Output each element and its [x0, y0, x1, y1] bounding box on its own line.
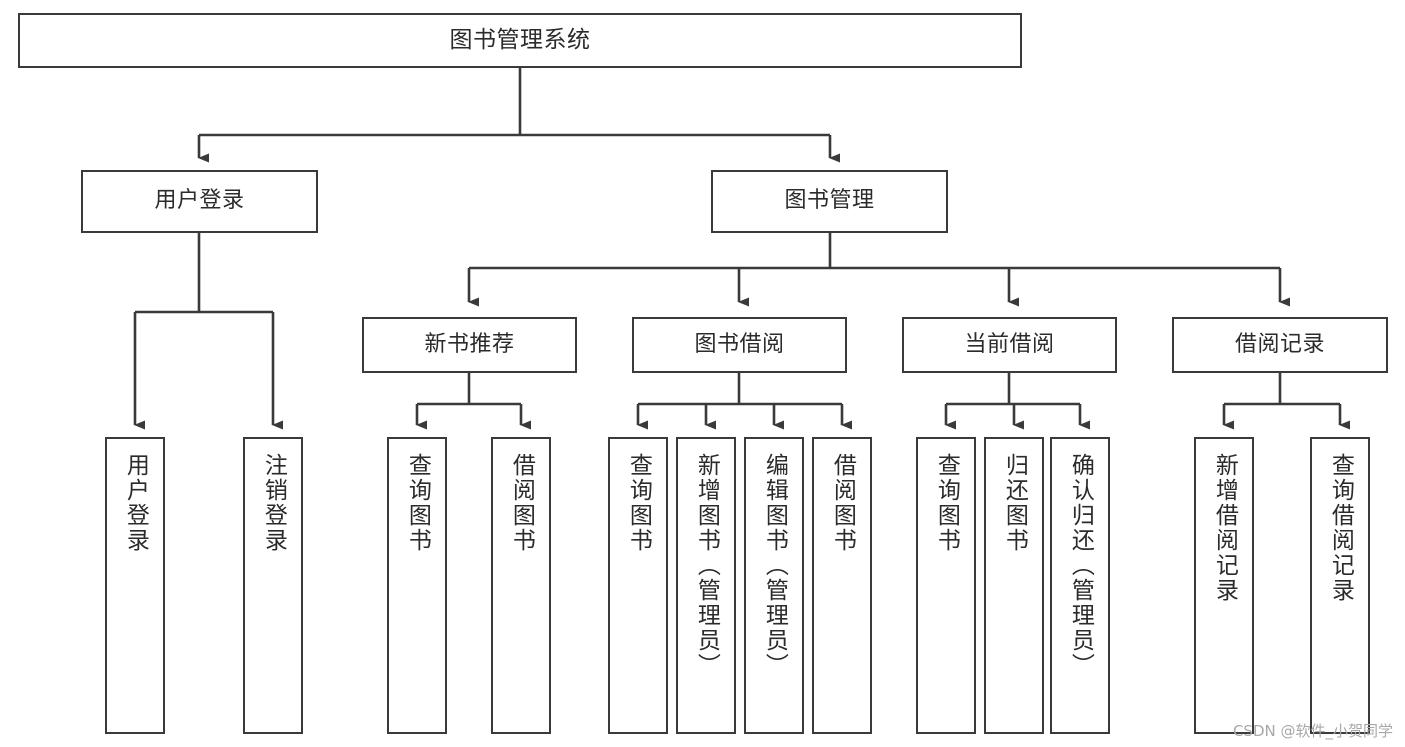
node-leaf-edit-book-label: 编辑图书（管理员） — [761, 453, 788, 678]
node-leaf-confirm-return[interactable]: 确认归还（管理员） — [1050, 437, 1110, 734]
node-leaf-borrow-book-2-label: 借阅图书 — [829, 453, 856, 553]
node-leaf-return-book[interactable]: 归还图书 — [984, 437, 1044, 734]
node-new-book-recommend-label: 新书推荐 — [424, 331, 515, 357]
node-leaf-add-book[interactable]: 新增图书（管理员） — [676, 437, 736, 734]
node-leaf-confirm-return-label: 确认归还（管理员） — [1067, 453, 1094, 678]
node-leaf-borrow-book-1[interactable]: 借阅图书 — [491, 437, 551, 734]
node-leaf-borrow-book-1-label: 借阅图书 — [508, 453, 535, 553]
node-leaf-add-record-label: 新增借阅记录 — [1211, 453, 1238, 603]
node-book-borrow-label: 图书借阅 — [694, 331, 785, 357]
node-leaf-add-book-label: 新增图书（管理员） — [693, 453, 720, 678]
node-leaf-query-book-3[interactable]: 查询图书 — [916, 437, 976, 734]
node-leaf-edit-book[interactable]: 编辑图书（管理员） — [744, 437, 804, 734]
node-user-login-label: 用户登录 — [154, 188, 245, 214]
node-book-management-label: 图书管理 — [784, 188, 875, 214]
node-leaf-user-login-label: 用户登录 — [122, 453, 149, 553]
node-root[interactable]: 图书管理系统 — [18, 13, 1022, 68]
node-current-borrow[interactable]: 当前借阅 — [902, 317, 1117, 373]
node-current-borrow-label: 当前借阅 — [964, 331, 1055, 357]
node-leaf-query-book-3-label: 查询图书 — [933, 453, 960, 553]
node-leaf-logout[interactable]: 注销登录 — [243, 437, 303, 734]
node-leaf-logout-label: 注销登录 — [260, 453, 287, 553]
node-book-borrow[interactable]: 图书借阅 — [632, 317, 847, 373]
node-leaf-add-record[interactable]: 新增借阅记录 — [1194, 437, 1254, 734]
node-leaf-query-book-2-label: 查询图书 — [625, 453, 652, 553]
node-book-management[interactable]: 图书管理 — [711, 170, 948, 233]
node-leaf-query-book-1[interactable]: 查询图书 — [387, 437, 447, 734]
node-leaf-query-book-1-label: 查询图书 — [404, 453, 431, 553]
node-leaf-user-login[interactable]: 用户登录 — [105, 437, 165, 734]
node-borrow-record[interactable]: 借阅记录 — [1172, 317, 1388, 373]
node-leaf-return-book-label: 归还图书 — [1001, 453, 1028, 553]
node-leaf-query-record[interactable]: 查询借阅记录 — [1310, 437, 1370, 734]
node-root-label: 图书管理系统 — [449, 26, 591, 53]
node-leaf-query-record-label: 查询借阅记录 — [1327, 453, 1354, 603]
node-user-login[interactable]: 用户登录 — [81, 170, 318, 233]
node-new-book-recommend[interactable]: 新书推荐 — [362, 317, 577, 373]
node-leaf-borrow-book-2[interactable]: 借阅图书 — [812, 437, 872, 734]
node-borrow-record-label: 借阅记录 — [1234, 331, 1325, 357]
node-leaf-query-book-2[interactable]: 查询图书 — [608, 437, 668, 734]
